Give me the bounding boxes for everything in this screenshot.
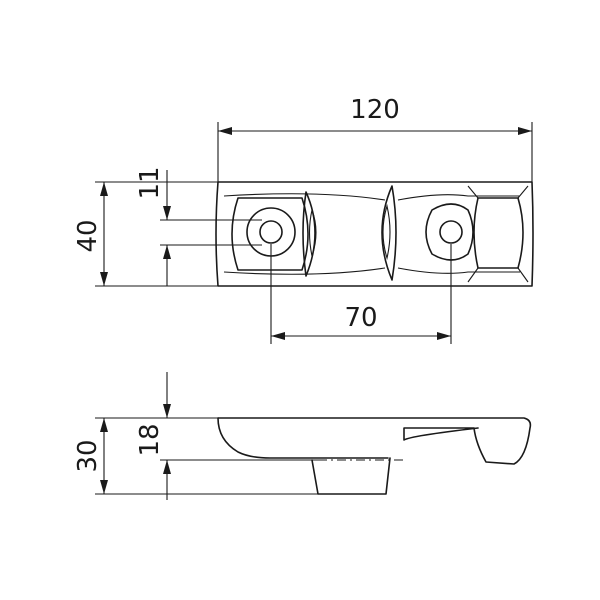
right-end-notch-top [467,185,529,199]
dimension-label-70: 70 [344,303,377,333]
dimension-label-40: 40 [73,219,103,252]
dimension-hole-diameter: 11 [135,166,262,286]
right-hole [439,220,463,244]
top-view-outline [215,181,534,287]
left-hole-inner [259,220,283,244]
dimension-label-18: 18 [135,423,165,456]
top-view-rim-upper [223,193,520,201]
top-view-rim-lower [223,267,520,275]
right-lens-inner [382,203,391,261]
left-pocket [231,197,309,271]
dimension-base-height: 18 [135,372,318,500]
left-lens-inner [308,208,317,259]
dimension-width: 40 [73,181,218,287]
side-view-underside [217,417,389,459]
right-lens [381,185,397,281]
dimension-label-30: 30 [73,439,103,472]
dimension-hole-spacing: 70 [271,303,451,340]
dimension-label-120: 120 [350,95,400,125]
right-boss [425,203,474,261]
dimension-height: 30 [73,417,318,495]
dimension-overall-length: 120 [217,95,533,182]
top-view [215,181,534,344]
side-view-plate [217,417,532,465]
dimension-label-11: 11 [135,166,165,199]
right-end-pocket [473,197,524,269]
side-view-foot [311,457,391,495]
right-end-notch-bottom [467,267,529,283]
side-view [217,417,532,495]
